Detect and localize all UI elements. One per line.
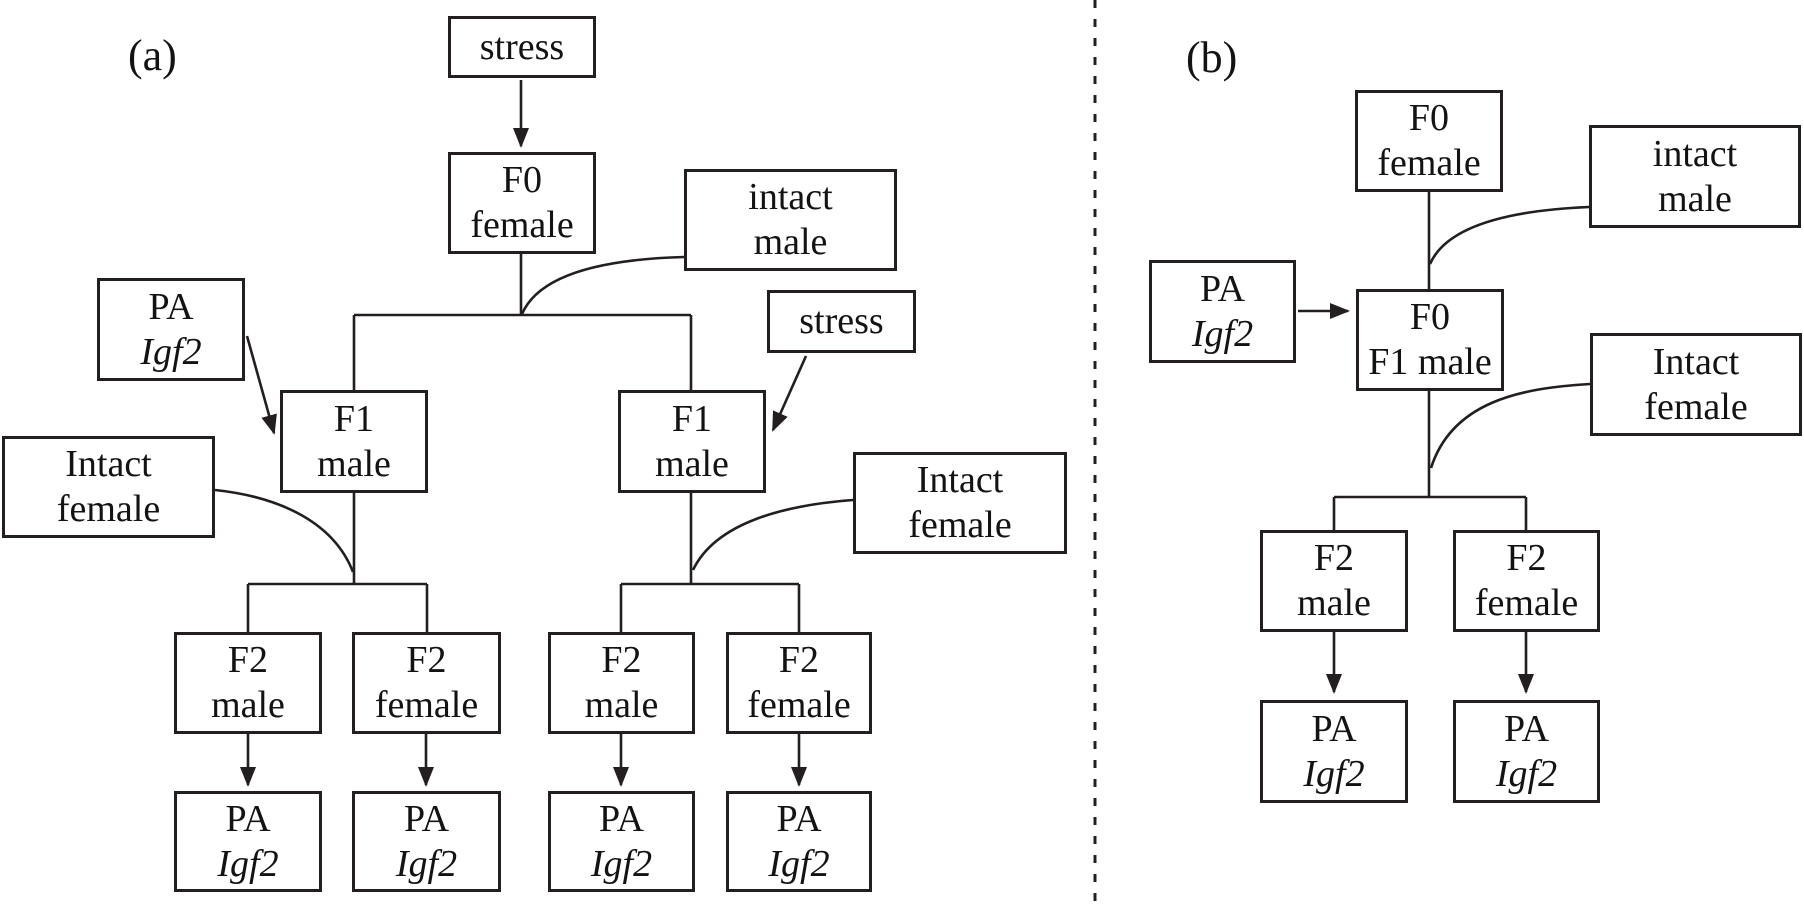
node-label: F2 — [601, 639, 642, 682]
node-label: female — [374, 684, 479, 726]
node-a-pa-igf2-4: PA Igf2 — [726, 791, 872, 892]
a-f0-to-split-line — [352, 254, 693, 390]
node-b-pa-igf2-top: PA Igf2 — [1149, 260, 1296, 363]
node-a-intact-male: intact male — [684, 169, 897, 271]
node-label: male — [1297, 582, 1371, 624]
node-label: PA — [148, 285, 194, 328]
node-label: male — [584, 684, 659, 726]
node-label: female — [56, 488, 161, 530]
node-label-gene: Igf2 — [395, 842, 458, 885]
node-a-f1-male-left: F1 male — [280, 390, 428, 493]
a-intact-male-curve — [520, 255, 685, 315]
node-label: male — [753, 221, 828, 263]
node-a-intact-female-left: Intact female — [2, 436, 215, 538]
node-a-stress-top: stress — [448, 16, 596, 78]
node-label-gene: Igf2 — [1303, 752, 1365, 795]
node-label: F2 — [1313, 537, 1355, 580]
node-a-stress-right: stress — [767, 290, 916, 353]
node-label: male — [317, 442, 391, 485]
node-label: male — [655, 442, 729, 485]
node-b-intact-female: Intact female — [1590, 333, 1802, 436]
node-label: female — [908, 504, 1012, 546]
node-label: stress — [799, 300, 884, 343]
node-label: female — [747, 684, 851, 726]
node-b-pa-igf2-1: PA Igf2 — [1260, 700, 1408, 803]
node-label: male — [211, 684, 285, 726]
node-label: female — [1644, 385, 1748, 428]
node-label-gene: Igf2 — [768, 842, 830, 885]
a-intact-female-right-curve — [691, 498, 854, 571]
node-label: F2 — [227, 639, 269, 682]
node-label: F1 — [333, 397, 375, 440]
node-label: PA — [1311, 707, 1357, 750]
node-label: Intact — [1652, 340, 1740, 383]
node-label: PA — [1199, 267, 1246, 310]
b-intact-male-curve — [1428, 205, 1590, 265]
panel-a-label: (a) — [128, 31, 177, 80]
node-label: F2 — [1506, 537, 1547, 580]
panel-b-label: (b) — [1186, 33, 1238, 82]
node-label: PA — [225, 797, 271, 840]
b-intact-female-curve — [1429, 382, 1591, 469]
node-b-f2-male: F2 male — [1260, 530, 1408, 632]
node-b-intact-male: intact male — [1589, 125, 1801, 228]
node-label: PA — [598, 797, 645, 840]
a-intact-female-left-curve — [214, 488, 355, 573]
node-label: PA — [776, 797, 822, 840]
node-label: F2 — [778, 639, 820, 682]
node-label: F2 — [406, 639, 447, 682]
node-label: female — [470, 204, 574, 246]
node-label: F0 — [501, 159, 543, 202]
node-b-f0-f1-male: F0 F1 male — [1356, 289, 1504, 391]
node-label-gene: Igf2 — [590, 842, 653, 885]
a-arrow-stress-to-f1-right — [771, 355, 808, 432]
node-b-f0-female: F0 female — [1355, 90, 1503, 192]
node-label-gene: Igf2 — [217, 842, 279, 885]
node-label: female — [1474, 582, 1579, 624]
node-a-intact-female-right: Intact female — [853, 452, 1067, 554]
a-arrow-pa-to-f1-left — [245, 335, 277, 435]
node-b-pa-igf2-2: PA Igf2 — [1453, 700, 1600, 803]
node-a-f2-male-1: F2 male — [174, 632, 322, 734]
node-label: Intact — [916, 459, 1004, 502]
node-a-f2-female-2: F2 female — [726, 632, 872, 734]
node-a-f2-female-1: F2 female — [352, 632, 501, 734]
node-label: PA — [403, 797, 450, 840]
node-label: female — [1377, 142, 1481, 184]
node-label: stress — [479, 25, 565, 68]
node-label-gene: Igf2 — [1191, 312, 1254, 355]
node-a-pa-igf2-top: PA Igf2 — [97, 278, 245, 381]
b-f0f1-to-split-lines — [1332, 391, 1528, 530]
node-label-gene: Igf2 — [1495, 752, 1558, 795]
node-a-pa-igf2-2: PA Igf2 — [352, 791, 501, 892]
node-label: F1 — [671, 397, 713, 440]
node-label: F0 — [1408, 97, 1450, 140]
node-label: Intact — [65, 443, 152, 486]
node-label-gene: Igf2 — [140, 330, 202, 373]
node-a-f1-male-right: F1 male — [618, 390, 766, 493]
node-label: F1 male — [1368, 341, 1492, 383]
node-label: male — [1658, 177, 1732, 220]
node-label: intact — [1652, 132, 1738, 175]
node-a-f0-female: F0 female — [448, 152, 596, 254]
node-a-f2-male-2: F2 male — [548, 632, 695, 734]
node-label: PA — [1503, 707, 1550, 750]
node-label: F0 — [1409, 296, 1451, 339]
a-right-subtree-lines — [619, 493, 801, 632]
node-label: intact — [748, 176, 833, 219]
node-a-pa-igf2-1: PA Igf2 — [174, 791, 322, 892]
a-left-subtree-lines — [246, 493, 429, 632]
node-b-f2-female: F2 female — [1453, 530, 1600, 632]
node-a-pa-igf2-3: PA Igf2 — [548, 791, 695, 892]
